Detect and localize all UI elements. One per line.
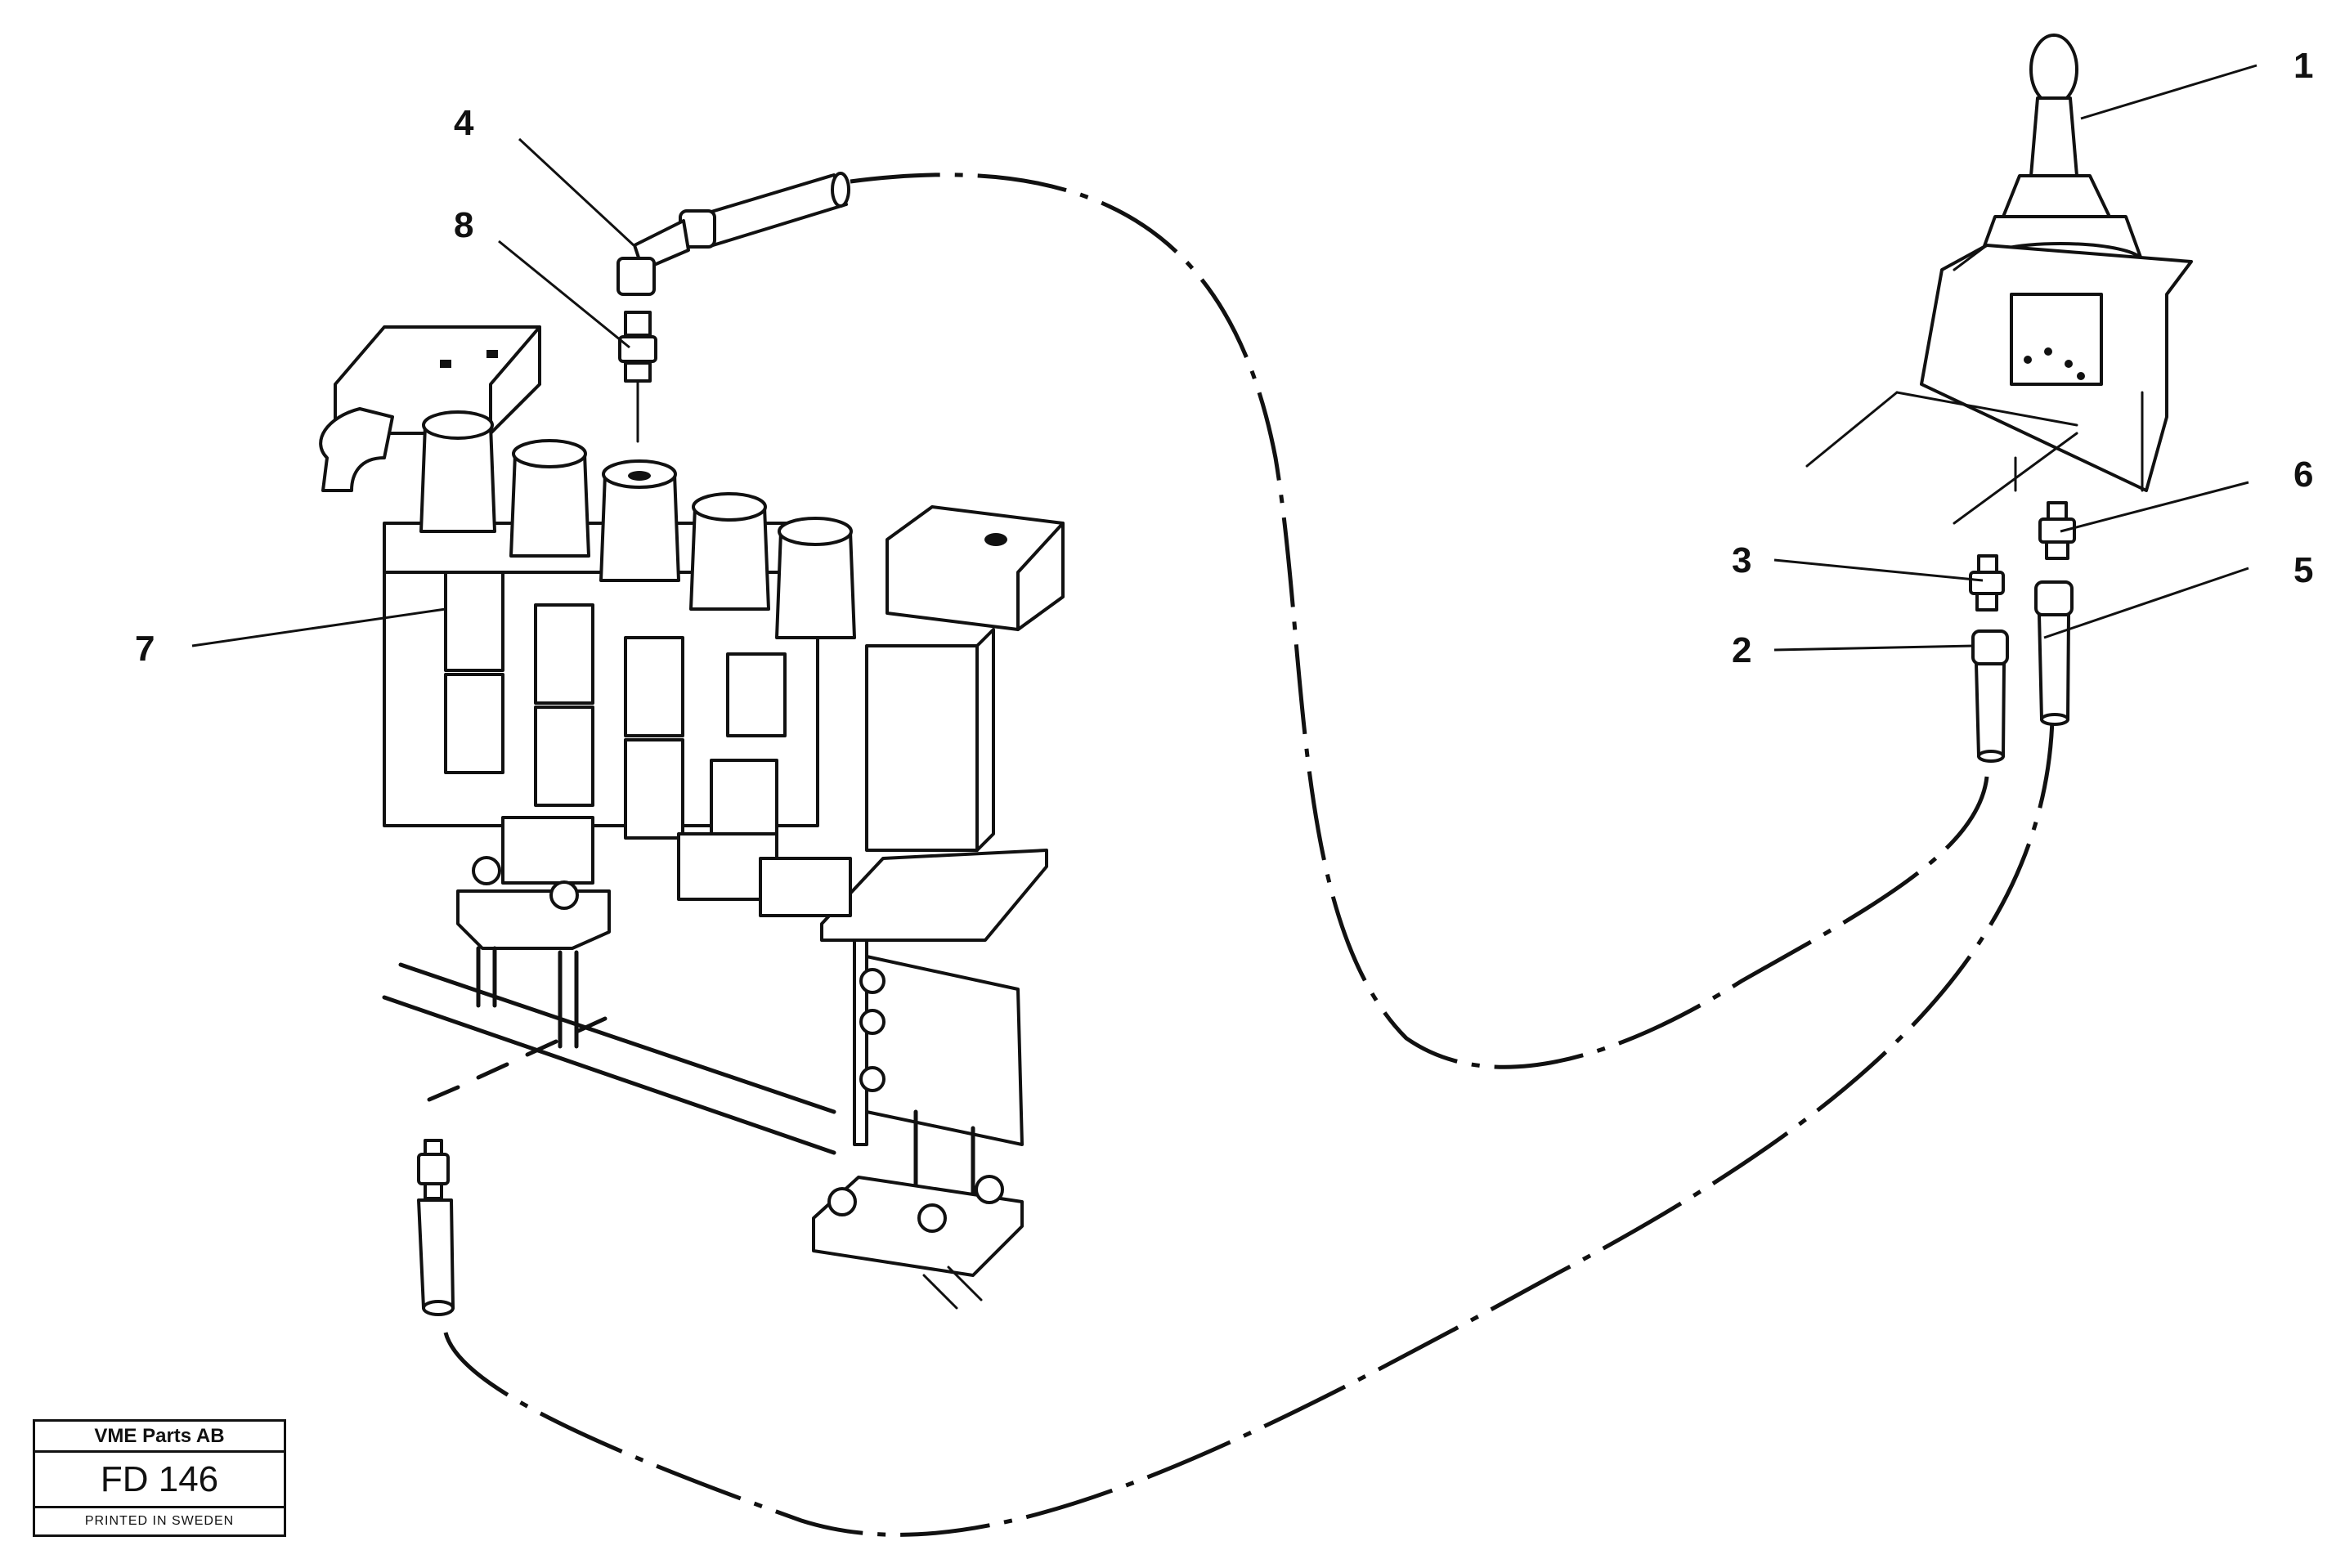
callout-2: 2: [1732, 630, 1751, 670]
hose-end-2: [1971, 629, 2009, 763]
hose-line-upper: [850, 172, 1989, 1069]
lower-hose-fitting: [417, 1139, 455, 1316]
joystick-lever: [1977, 34, 2144, 281]
callout-3: 3: [1732, 540, 1751, 580]
hose-line-lower: [443, 719, 2055, 1537]
callout-7: 7: [135, 629, 155, 669]
title-block: VME Parts AB FD 146 PRINTED IN SWEDEN: [33, 1419, 286, 1537]
adapter-fitting-3: [1969, 554, 2005, 612]
joystick-console: [1805, 244, 2193, 525]
adapter-fitting-8: [618, 311, 657, 443]
company-name: VME Parts AB: [35, 1422, 284, 1453]
control-valve-block: [319, 325, 1065, 1310]
drawing-code: FD 146: [35, 1453, 284, 1508]
adapter-fitting-6: [2038, 501, 2076, 560]
valve-caps: [419, 410, 856, 639]
callout-8: 8: [454, 205, 473, 245]
return-line-dashed: [427, 1016, 608, 1102]
callout-5: 5: [2293, 550, 2313, 590]
callout-leaders: [191, 64, 2258, 652]
callout-6: 6: [2293, 455, 2313, 495]
solenoid-coils: [444, 571, 787, 860]
printed-note: PRINTED IN SWEDEN: [84, 1514, 235, 1528]
hose-end-top: [616, 172, 850, 296]
callout-4: 4: [454, 103, 474, 143]
callout-1: 1: [2293, 46, 2313, 86]
hose-end-5: [2034, 580, 2074, 726]
